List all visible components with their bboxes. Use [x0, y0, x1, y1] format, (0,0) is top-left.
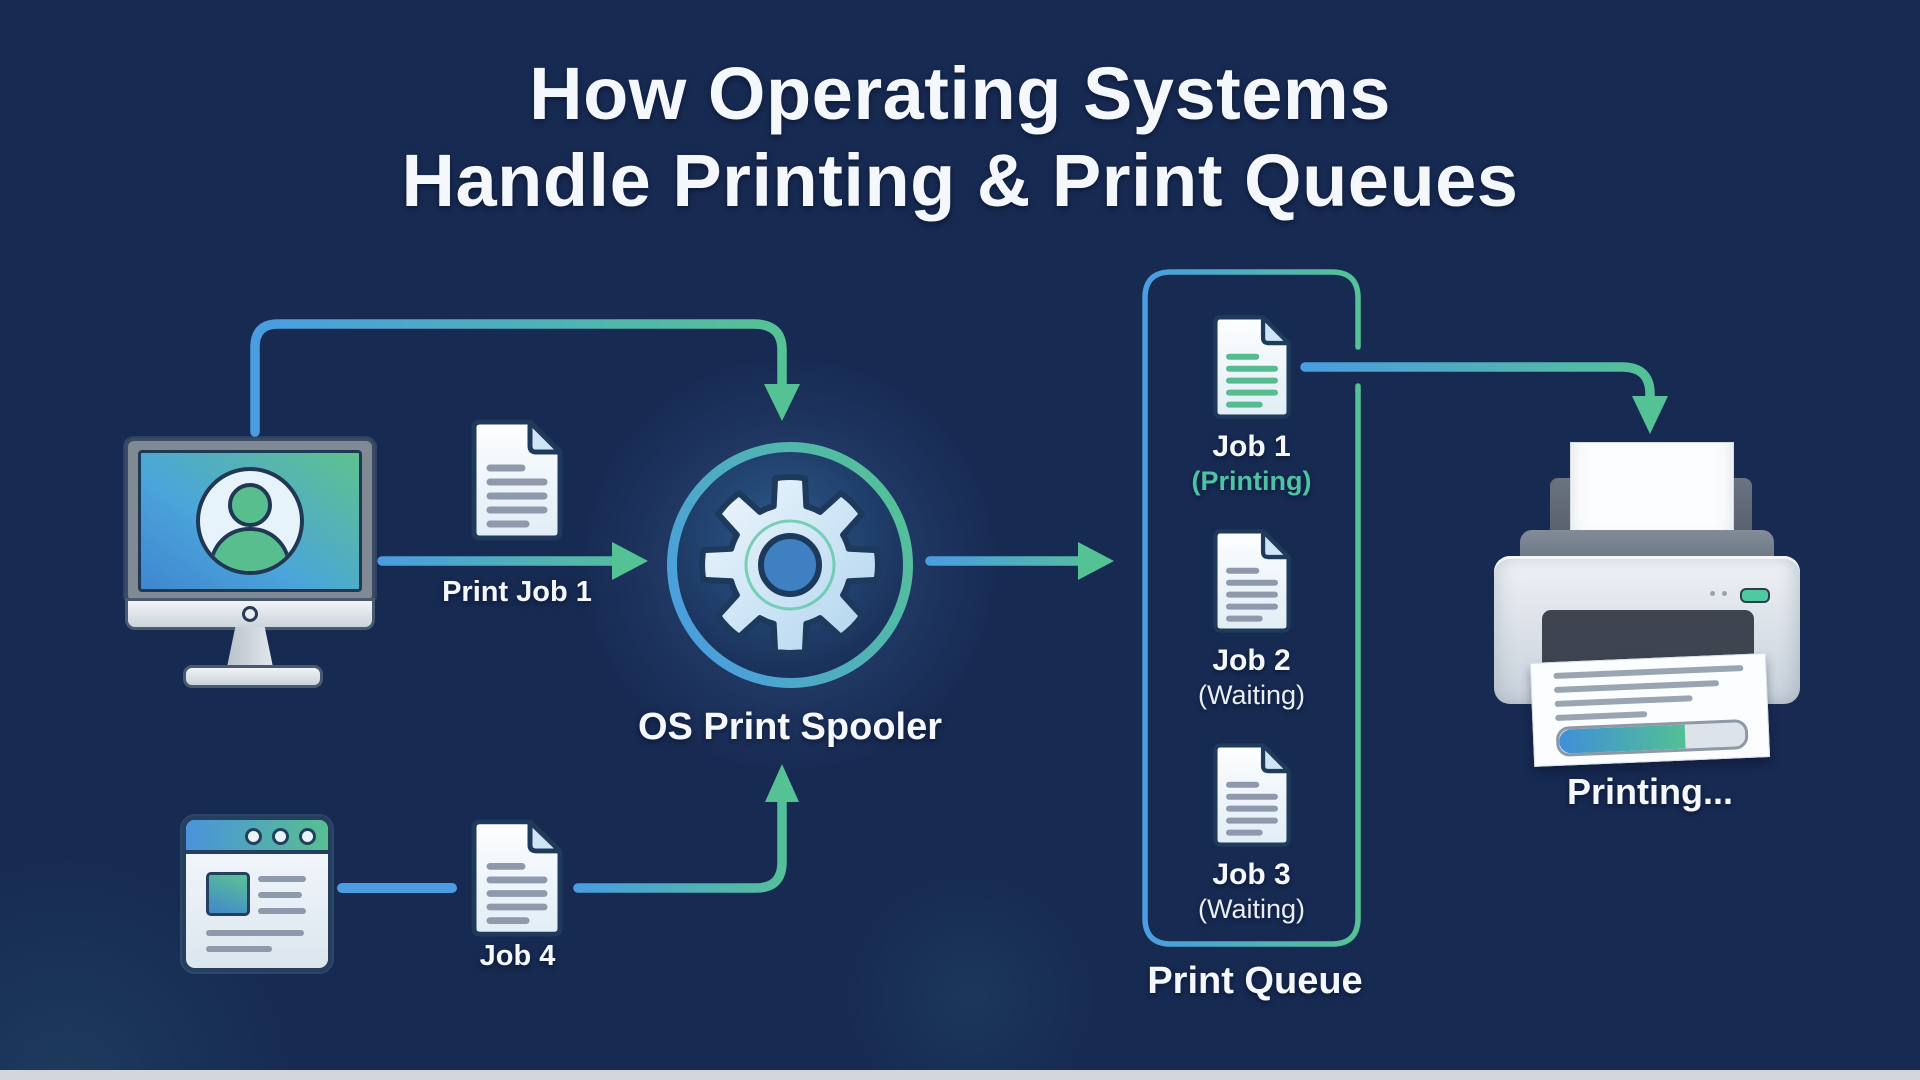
arrow-queue-to-printer: [1300, 362, 1655, 403]
titlebar-dot-icon: [245, 828, 262, 845]
printer-icon: [1492, 438, 1802, 773]
monitor-frame: [125, 438, 375, 604]
queue-job-1-name: Job 1: [1212, 430, 1291, 463]
app-window-titlebar: [186, 820, 328, 854]
app-window-text-line: [258, 908, 306, 914]
queue-job-1-status: (Printing): [1191, 466, 1312, 496]
print-queue-label: Print Queue: [1147, 960, 1363, 1002]
output-paper-text-line: [1554, 695, 1693, 707]
output-paper-text-line: [1553, 665, 1744, 680]
printer-indicator-dot: [1710, 591, 1715, 596]
os-print-spooler-icon: [667, 442, 913, 688]
gear-accent-ring: [744, 519, 836, 611]
output-paper-text-line: [1555, 711, 1648, 721]
spooler-ring: [667, 442, 913, 688]
monitor-stand-neck: [227, 627, 273, 667]
monitor-chin: [125, 598, 375, 630]
queue-job-3-document-icon: [1212, 743, 1291, 847]
job-4-label: Job 4: [479, 940, 556, 972]
printer-status-led: [1740, 588, 1770, 603]
titlebar-dot-icon: [299, 828, 316, 845]
page-title: How Operating Systems Handle Printing & …: [0, 50, 1920, 224]
queue-job-1: Job 1 (Printing): [1145, 314, 1358, 497]
app-window-text-line: [258, 876, 306, 882]
arrowhead-job4-to-spooler: [765, 764, 799, 802]
os-print-spooler-label: OS Print Spooler: [637, 706, 943, 748]
queue-job-3-name: Job 3: [1212, 858, 1291, 891]
queue-job-2-name: Job 2: [1212, 644, 1291, 677]
gear-hub: [758, 533, 822, 597]
app-window-text-line: [206, 930, 304, 936]
avatar-head: [228, 483, 272, 527]
printer-indicator-dot: [1722, 591, 1727, 596]
print-queue-box: Job 1 (Printing) Job 2 (Waiting): [1145, 272, 1358, 944]
print-progress-fill: [1558, 724, 1687, 754]
arrowhead-computer-to-spooler: [764, 384, 800, 421]
bottom-strip: [0, 1070, 1920, 1080]
output-paper-text-line: [1553, 680, 1720, 693]
queue-job-2: Job 2 (Waiting): [1145, 528, 1358, 711]
print-job-1-label: Print Job 1: [442, 576, 592, 608]
app-window-text-line: [258, 892, 302, 898]
print-job-1-document-icon: [471, 419, 563, 541]
arrowhead-queue-to-printer: [1632, 396, 1668, 434]
queue-job-2-document-icon: [1212, 529, 1291, 633]
monitor-camera-dot: [242, 606, 258, 622]
queue-job-3: Job 3 (Waiting): [1145, 742, 1358, 925]
printer-output-paper: [1529, 653, 1771, 767]
app-window-icon: [182, 816, 332, 972]
app-window-text-line: [206, 946, 272, 952]
avatar-shoulders: [209, 527, 291, 571]
monitor-screen: [138, 450, 362, 592]
monitor-stand-base: [183, 665, 323, 688]
queue-job-1-document-icon: [1212, 315, 1291, 419]
titlebar-dot-icon: [272, 828, 289, 845]
title-line-2: Handle Printing & Print Queues: [401, 139, 1519, 222]
title-line-1: How Operating Systems: [529, 52, 1391, 135]
print-queue-box-border: [1142, 269, 1361, 947]
printing-status-label: Printing...: [1567, 771, 1733, 812]
arrowhead-printjob1-to-spooler: [612, 542, 648, 580]
print-progress-bar: [1555, 718, 1749, 757]
arrow-computer-to-spooler: [250, 319, 787, 437]
user-avatar-icon: [196, 467, 304, 575]
queue-job-3-status: (Waiting): [1197, 894, 1305, 924]
app-window-thumbnail: [206, 872, 250, 916]
queue-job-2-status: (Waiting): [1197, 680, 1305, 710]
arrowhead-spooler-to-queue: [1078, 542, 1114, 580]
monitor-icon: [125, 438, 375, 688]
arrow-job4-to-spooler: [573, 795, 787, 893]
job-4-document-icon: [471, 819, 563, 937]
